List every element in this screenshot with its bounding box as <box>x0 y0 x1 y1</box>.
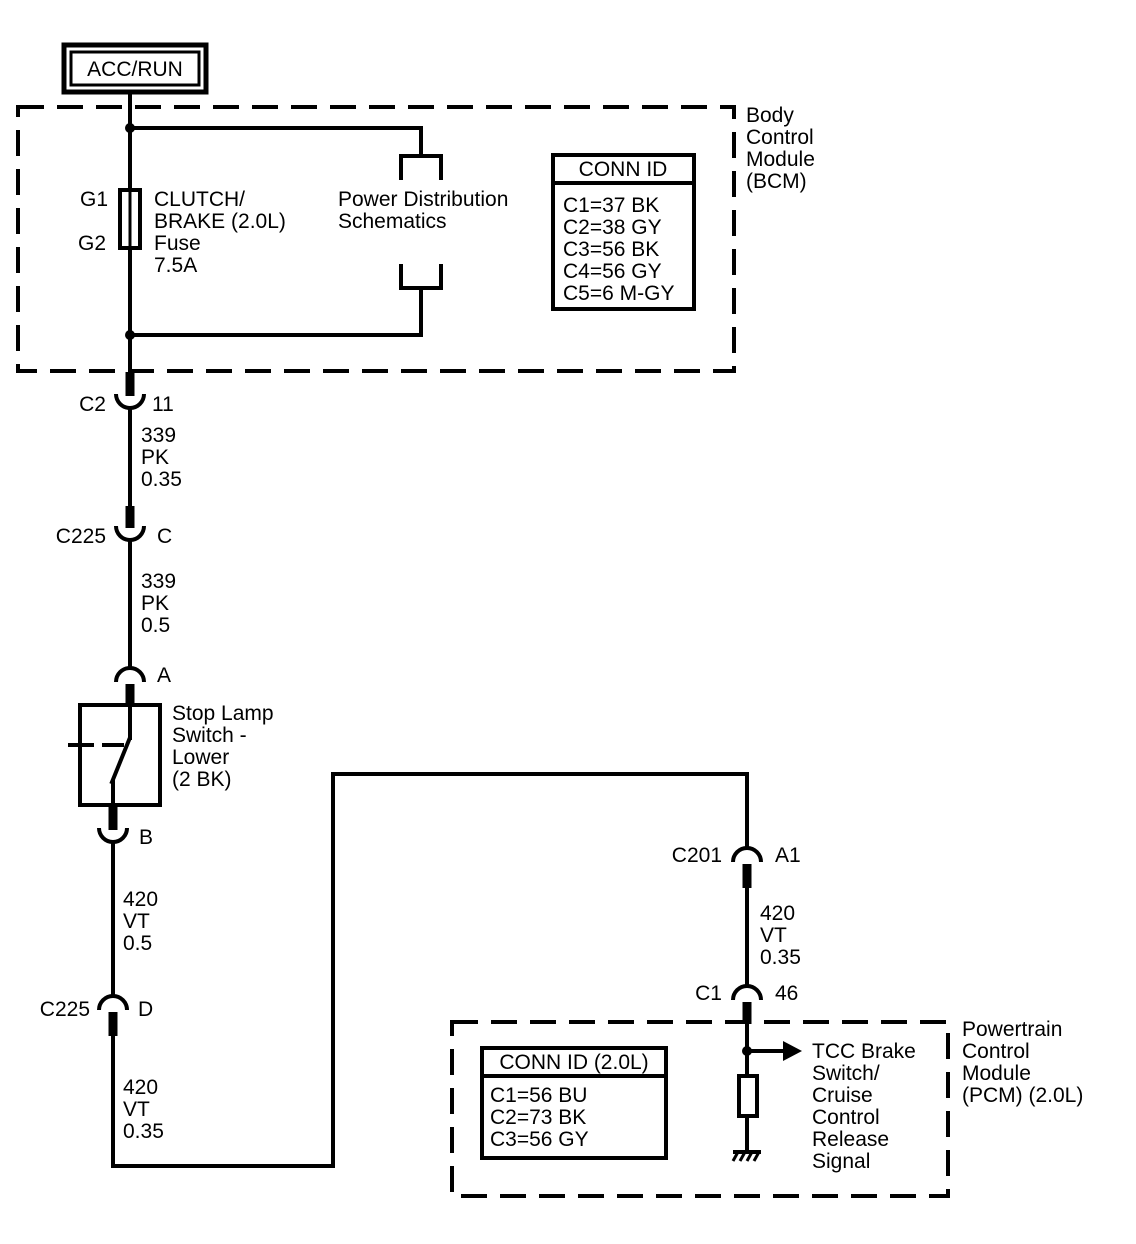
fuse-terminal-g2: G2 <box>78 232 106 255</box>
c225-c-name: C225 <box>56 525 106 548</box>
switch-pin-b: B <box>139 826 153 849</box>
connector-c225-c: C225 C <box>56 506 172 670</box>
c201-pin: A1 <box>775 844 801 867</box>
pcm-conn-id-list: C1=56 BU C2=73 BK C3=56 GY <box>490 1084 593 1151</box>
wire-420-vt-05: 420 VT 0.5 <box>123 888 164 955</box>
bcm-boundary <box>16 105 736 373</box>
bcm-conn-id-list: C1=37 BK C2=38 GY C3=56 BK C4=56 GY C5=6… <box>563 194 674 305</box>
acc-run-label: ACC/RUN <box>87 58 183 81</box>
connector-c1-pcm: C1 46 <box>695 982 798 1078</box>
stop-lamp-switch: Stop Lamp Switch - Lower (2 BK) <box>68 702 279 807</box>
pcm-conn-id-title: CONN ID (2.0L) <box>499 1051 648 1074</box>
switch-terminal-b: B <box>97 805 153 998</box>
wire-route-to-pcm <box>111 772 749 1168</box>
clutch-brake-fuse: G1 G2 CLUTCH/ BRAKE (2.0L) Fuse 7.5A <box>78 188 292 277</box>
tcc-brake-signal-label: TCC Brake Switch/ Cruise Control Release… <box>812 1040 922 1173</box>
bcm-internal-wiring <box>125 90 443 374</box>
wire-339-pk-035: 339 PK 0.35 <box>141 424 182 491</box>
c1-name: C1 <box>695 982 722 1005</box>
ground-icon <box>731 1150 761 1162</box>
fuse-label: CLUTCH/ BRAKE (2.0L) Fuse 7.5A <box>154 188 292 277</box>
c1-pin: 46 <box>775 982 798 1005</box>
bcm-conn-id-box: CONN ID C1=37 BK C2=38 GY C3=56 BK C4=56… <box>551 153 696 311</box>
pull-down-resistor <box>737 1074 759 1118</box>
c225-c-pin: C <box>157 525 172 548</box>
connector-c2: C2 11 <box>79 372 174 508</box>
pcm-label: Powertrain Control Module (PCM) (2.0L) <box>962 1018 1083 1107</box>
fuse-terminal-g1: G1 <box>80 188 108 211</box>
connector-c225-d: C225 D <box>40 994 153 1168</box>
bcm-label: Body Control Module (BCM) <box>746 104 821 193</box>
splice-top <box>125 123 135 133</box>
switch-terminal-a: A <box>114 664 171 706</box>
pcm-boundary <box>450 1020 950 1198</box>
stop-lamp-switch-label: Stop Lamp Switch - Lower (2 BK) <box>172 702 279 791</box>
wire-420-vt-035-upper: 420 VT 0.35 <box>760 902 801 969</box>
signal-arrow-icon <box>783 1041 802 1061</box>
splice-bottom <box>125 330 135 340</box>
switch-pin-a: A <box>157 664 171 687</box>
pcm-internal-circuit: TCC Brake Switch/ Cruise Control Release… <box>731 1040 922 1173</box>
connector-c201: C201 A1 <box>672 844 801 988</box>
c201-name: C201 <box>672 844 722 867</box>
wire-420-vt-035-lower: 420 VT 0.35 <box>123 1076 164 1143</box>
pcm-conn-id-box: CONN ID (2.0L) C1=56 BU C2=73 BK C3=56 G… <box>480 1046 668 1160</box>
c2-name: C2 <box>79 393 106 416</box>
power-distribution-reference: Power Distribution Schematics <box>338 188 514 233</box>
c225-d-pin: D <box>138 998 153 1021</box>
c2-pin: 11 <box>152 393 174 416</box>
bcm-conn-id-title: CONN ID <box>579 158 668 181</box>
acc-run-source: ACC/RUN <box>61 42 209 95</box>
c225-d-name: C225 <box>40 998 90 1021</box>
wire-339-pk-05: 339 PK 0.5 <box>141 570 182 637</box>
